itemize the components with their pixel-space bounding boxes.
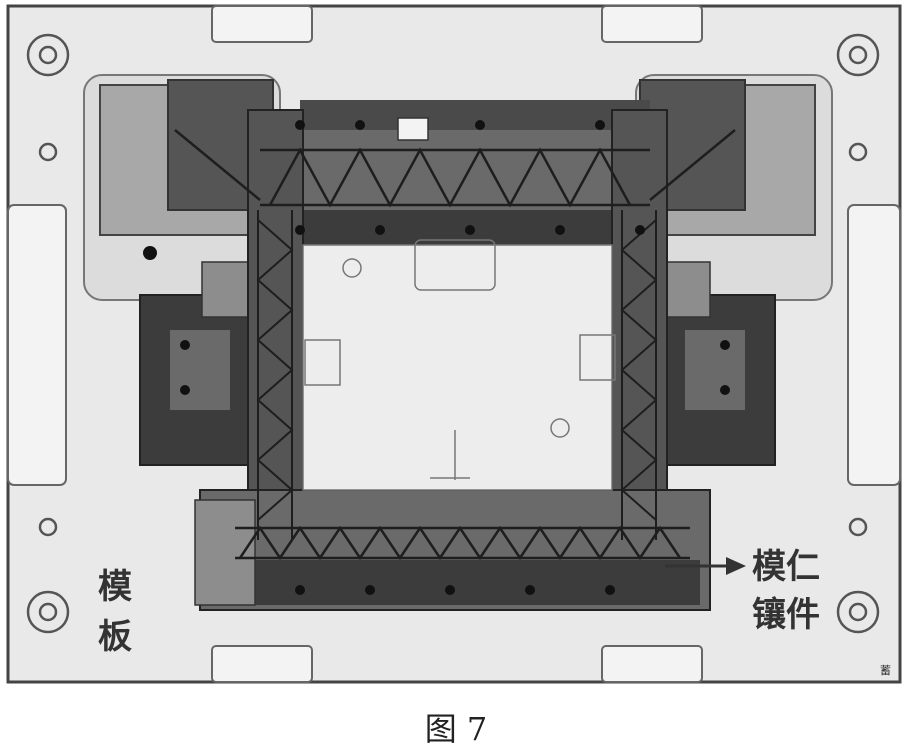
inner-details bbox=[304, 239, 616, 480]
truss-top bbox=[174, 129, 736, 208]
plate-holes bbox=[26, 33, 880, 634]
plate-label-line1: 模 bbox=[98, 567, 132, 607]
frame-bolts bbox=[143, 120, 730, 595]
insert-arrow bbox=[665, 557, 746, 575]
figure-caption: 图 7 bbox=[425, 710, 488, 748]
insert-label-line2: 镶件 bbox=[752, 595, 820, 635]
corner-mark: 蓄 bbox=[880, 664, 891, 677]
top-notch bbox=[397, 117, 429, 141]
truss-bottom bbox=[235, 525, 690, 561]
plate-label-line2: 板 bbox=[98, 617, 132, 657]
insert-label-line1: 模仁 bbox=[752, 547, 820, 587]
truss-columns bbox=[256, 210, 658, 540]
inner-window bbox=[302, 244, 613, 491]
plate-slots bbox=[7, 5, 901, 683]
